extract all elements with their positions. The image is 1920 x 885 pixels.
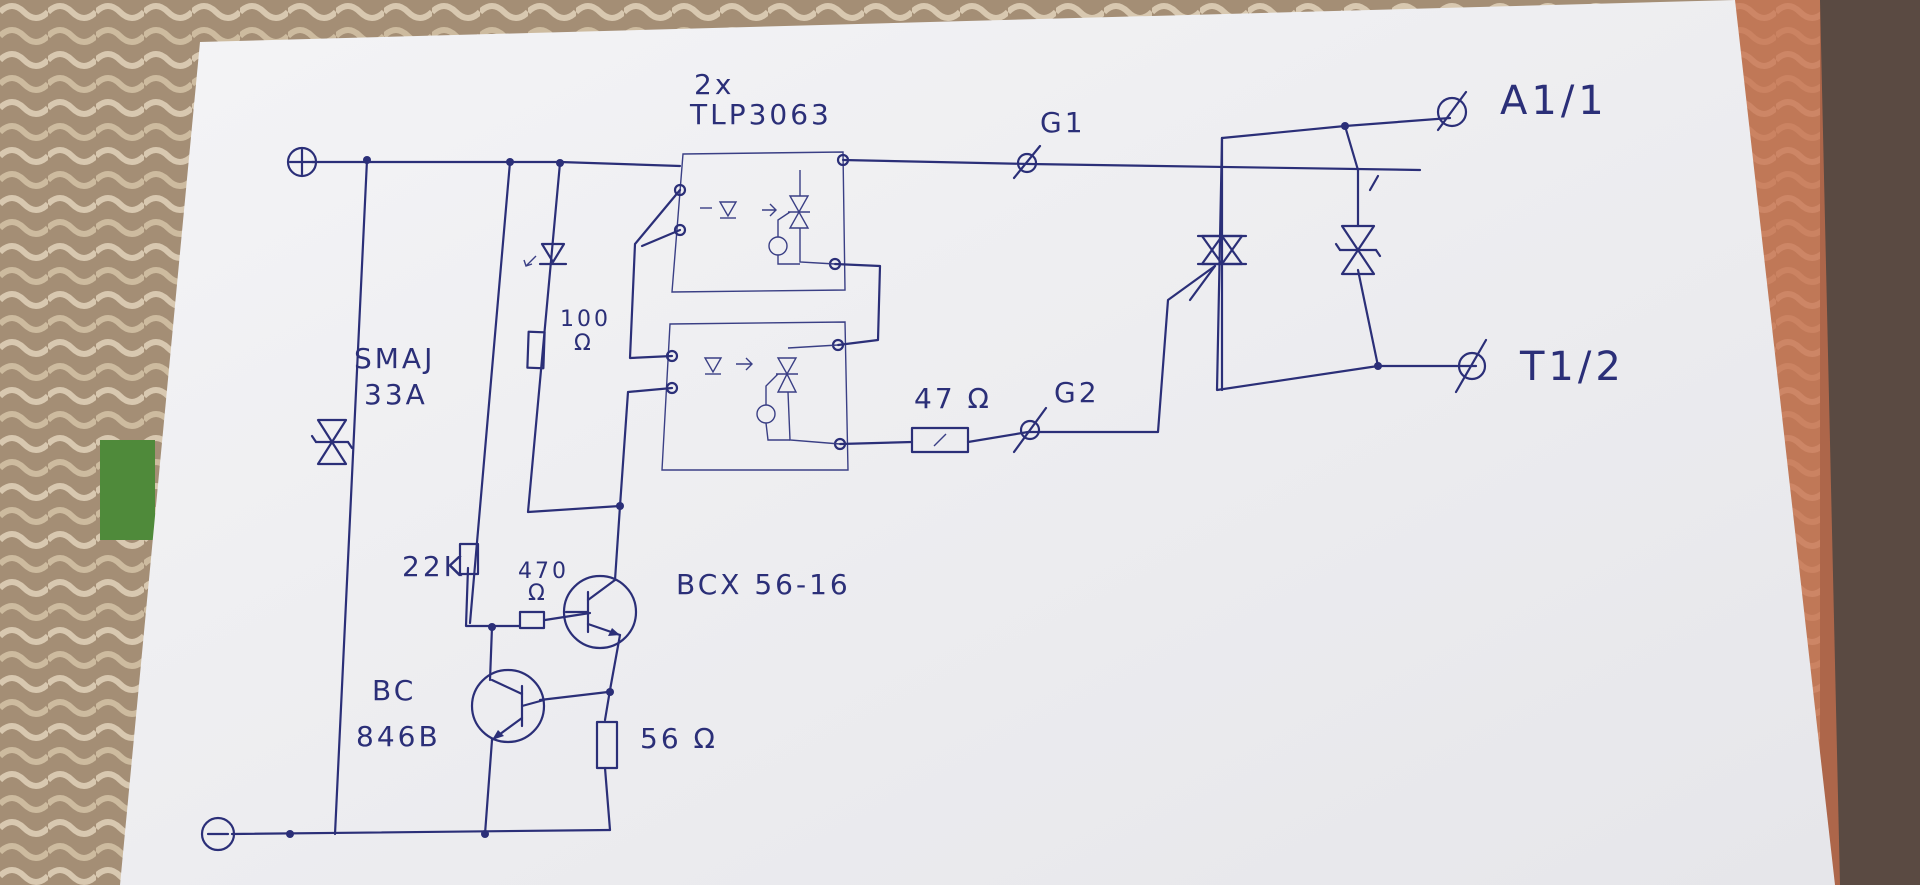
opto2-internals (703, 344, 841, 445)
tvs-branch (333, 158, 369, 836)
led-branch (526, 161, 622, 514)
opto-output-link (833, 262, 882, 347)
labels: 2x TLP3063 G1 A1/1 T1/2 G2 47 Ω SMAJ 33A… (354, 68, 1625, 755)
junction-dot (488, 623, 496, 631)
bcx-collector (613, 504, 622, 582)
label-r100-value: 100 (560, 307, 611, 332)
junction-dot (556, 159, 564, 167)
r22k-to-base (464, 566, 522, 628)
bottom-rail (230, 828, 612, 836)
label-r100-unit: Ω (574, 331, 594, 356)
junction-dot (1374, 362, 1382, 370)
optocoupler-1-box (671, 151, 846, 293)
main-triac (1188, 136, 1248, 392)
paper-sheet (120, 0, 1835, 885)
label-846b: 846B (356, 720, 441, 753)
opto1-pin (836, 153, 850, 167)
tvs2-tail (1368, 174, 1380, 192)
opto1-pin (673, 223, 687, 237)
led-series-link (628, 188, 682, 360)
junction-dot (286, 830, 294, 838)
minus-terminal (200, 816, 236, 852)
label-r470-value: 470 (518, 559, 569, 584)
g2-terminal (1019, 419, 1041, 441)
t12-terminal (1457, 351, 1487, 381)
a1-terminal (1436, 96, 1468, 128)
label-r47: 47 Ω (914, 382, 992, 415)
resistor-470 (518, 610, 546, 630)
opto2-led-cathode (618, 386, 674, 508)
label-g1: G1 (1040, 106, 1086, 139)
label-r470-unit: Ω (528, 581, 548, 606)
transistor-bcx56 (562, 574, 638, 650)
opto1-led-return (640, 228, 682, 248)
junction-dot (481, 830, 489, 838)
resistor-22k (458, 542, 480, 576)
label-bcx56: BCX 56-16 (676, 568, 851, 601)
tvs2-bottom (1356, 268, 1380, 368)
green-patch (100, 440, 155, 540)
junction-dot (1341, 122, 1349, 130)
junction-dot (616, 502, 624, 510)
g2-line-a (838, 440, 914, 446)
tvs2-top (1343, 124, 1360, 172)
label-smaj: SMAJ (354, 342, 435, 375)
r56-to-ground (603, 766, 612, 832)
tvs-diode-smaj33a (310, 418, 354, 466)
junction-dot (606, 688, 614, 696)
label-bc: BC (372, 674, 416, 707)
label-r22k: 22K (402, 550, 465, 583)
schematic (200, 90, 1488, 852)
opto1-internals (700, 170, 836, 265)
opto1-pin (673, 183, 687, 197)
r470-to-bcx (543, 611, 592, 622)
optocoupler-2-box (661, 321, 849, 471)
opto2-pin (665, 349, 679, 363)
resistor-56 (595, 720, 619, 770)
g1-line (841, 158, 1422, 172)
g1-terminal (1016, 152, 1038, 174)
g2-line-b (966, 264, 1217, 444)
bc846-emitter (483, 738, 494, 836)
label-33a: 33A (364, 378, 428, 411)
label-t1-2: T1/2 (1519, 344, 1625, 390)
resistor-47 (910, 426, 970, 454)
junction-dot (363, 156, 371, 164)
r22k-branch (468, 160, 512, 625)
plus-terminal (286, 146, 318, 178)
resistor-100 (526, 330, 546, 370)
bc846-base (538, 690, 610, 702)
label-count: 2x (694, 68, 734, 101)
label-g2: G2 (1054, 376, 1100, 409)
indicator-led (523, 242, 568, 267)
junction-dot (506, 158, 514, 166)
tvs-diode-right (1334, 168, 1382, 276)
transistor-bc846b (470, 668, 546, 744)
label-a1-1: A1/1 (1500, 78, 1608, 124)
bc846-collector (488, 625, 494, 682)
label-r56: 56 Ω (640, 722, 718, 755)
label-optocoupler: TLP3063 (689, 98, 832, 131)
opto2-pin (665, 381, 679, 395)
